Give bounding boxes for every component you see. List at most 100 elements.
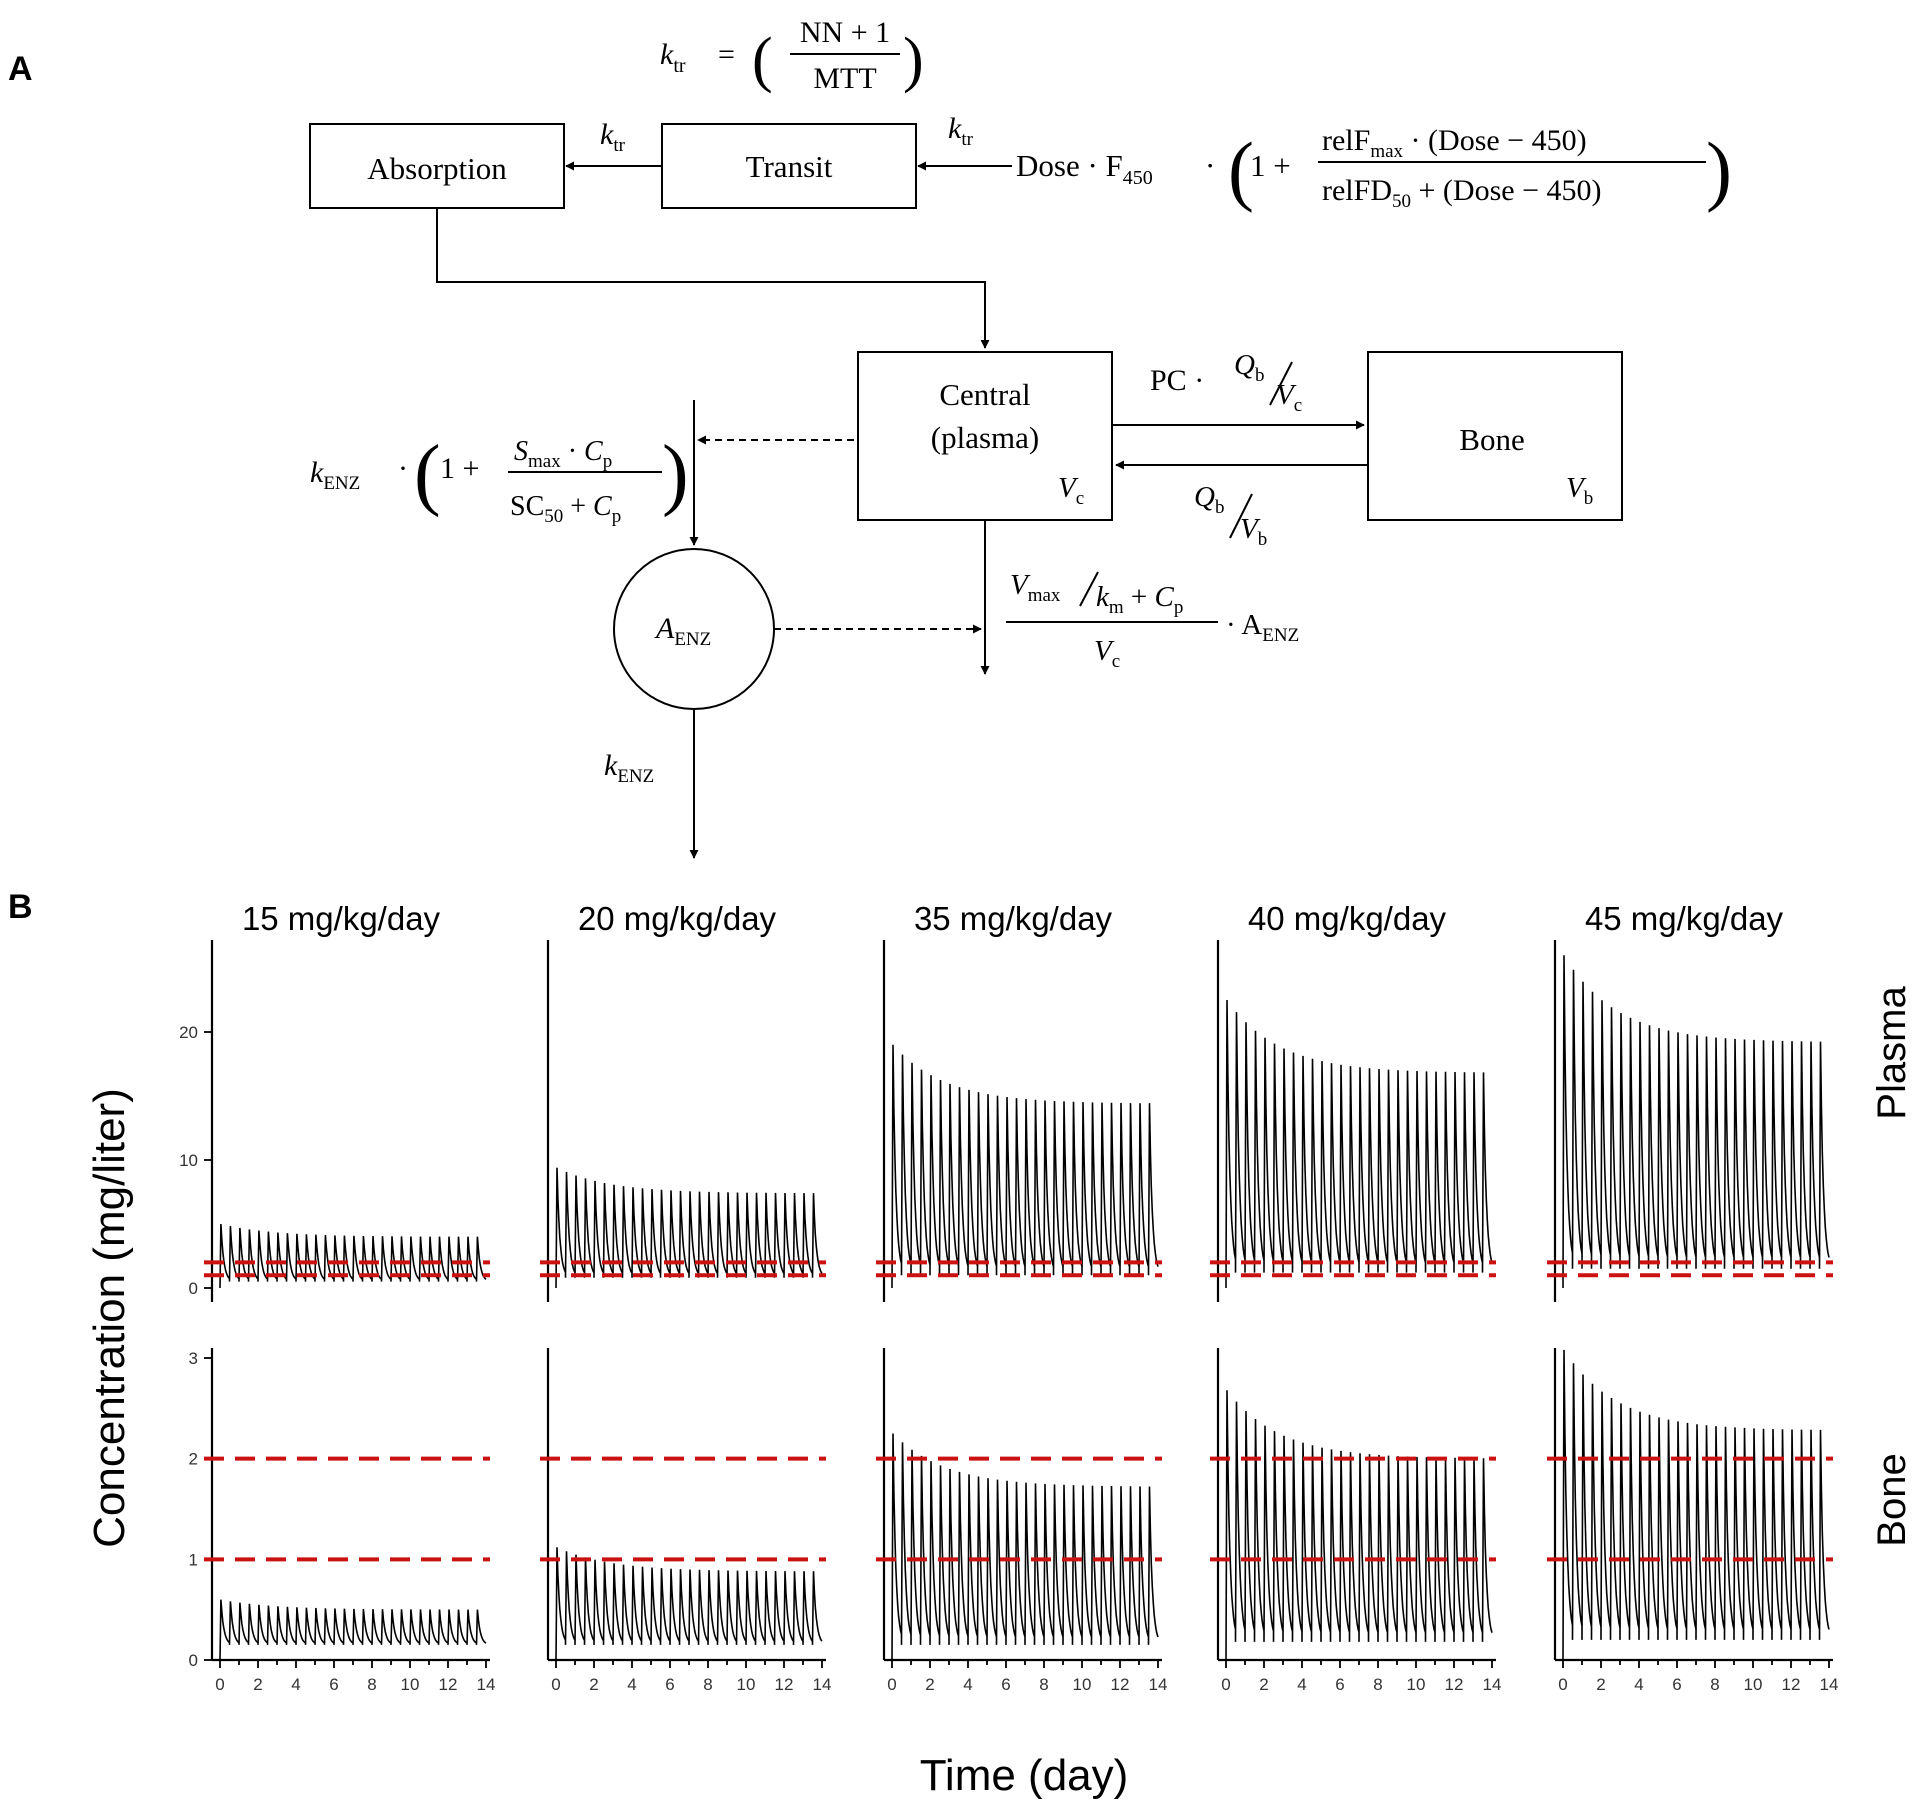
dose-title-3: 40 mg/kg/day bbox=[1248, 900, 1447, 937]
row-label-bone: Bone bbox=[1870, 1453, 1914, 1546]
facet-plasma-1 bbox=[540, 940, 826, 1302]
y-tick-label: 0 bbox=[189, 1279, 198, 1298]
x-tick-label: 4 bbox=[291, 1675, 300, 1694]
rate-ktr-absorption: ktr bbox=[600, 118, 626, 156]
x-tick-label: 14 bbox=[1483, 1675, 1502, 1694]
y-tick-label: 0 bbox=[189, 1651, 198, 1670]
bone-volume: Vb bbox=[1566, 472, 1593, 509]
x-tick-label: 8 bbox=[703, 1675, 712, 1694]
x-tick-label: 0 bbox=[551, 1675, 560, 1694]
concentration-trace bbox=[1562, 1349, 1830, 1661]
x-tick-label: 10 bbox=[1073, 1675, 1092, 1694]
x-tick-label: 4 bbox=[1297, 1675, 1306, 1694]
y-tick-label: 2 bbox=[189, 1450, 198, 1469]
x-tick-label: 0 bbox=[1558, 1675, 1567, 1694]
bone-label: Bone bbox=[1459, 422, 1524, 457]
x-tick-label: 0 bbox=[215, 1675, 224, 1694]
x-tick-label: 12 bbox=[1445, 1675, 1464, 1694]
y-tick-label: 1 bbox=[189, 1550, 198, 1569]
x-tick-label: 0 bbox=[887, 1675, 896, 1694]
kenz-dot: · bbox=[398, 452, 408, 485]
slash-return bbox=[1229, 493, 1253, 539]
x-tick-label: 12 bbox=[1782, 1675, 1801, 1694]
dose-title-4: 45 mg/kg/day bbox=[1585, 900, 1784, 937]
kenz-one-plus: 1 + bbox=[440, 452, 479, 485]
x-tick-label: 10 bbox=[1744, 1675, 1763, 1694]
dose-paren-right: ) bbox=[1706, 126, 1732, 213]
ktr-numerator: NN + 1 bbox=[800, 16, 890, 49]
smax-term: Smax · Cp bbox=[514, 436, 612, 472]
x-tick-label: 14 bbox=[477, 1675, 496, 1694]
relf-numerator: relFmax · (Dose − 450) bbox=[1322, 124, 1587, 162]
kenz-degradation-label: kENZ bbox=[604, 749, 654, 787]
ktr-symbol: ktr bbox=[660, 38, 686, 77]
transit-label: Transit bbox=[746, 149, 833, 184]
row-label-plasma: Plasma bbox=[1870, 986, 1914, 1120]
dose-equation: Dose · F450 · ( 1 + relFmax · (Dose − 45… bbox=[1016, 124, 1732, 213]
x-tick-label: 2 bbox=[253, 1675, 262, 1694]
slash bbox=[1269, 361, 1293, 406]
vc-label: Vc bbox=[1276, 379, 1302, 416]
ktr-paren-left: ( bbox=[752, 26, 773, 94]
qb-label-return: Qb bbox=[1194, 481, 1224, 518]
x-tick-label: 12 bbox=[1111, 1675, 1130, 1694]
facet-plasma-3 bbox=[1210, 940, 1496, 1302]
dose-dot: · bbox=[1205, 148, 1215, 183]
x-tick-label: 12 bbox=[775, 1675, 794, 1694]
absorption-label: Absorption bbox=[367, 151, 507, 186]
y-tick-label: 20 bbox=[179, 1023, 198, 1042]
ktr-equals: = bbox=[718, 38, 735, 71]
enzyme-label: AENZ bbox=[654, 612, 711, 650]
x-tick-label: 14 bbox=[813, 1675, 832, 1694]
dose-title-2: 35 mg/kg/day bbox=[914, 900, 1113, 937]
dose-one-plus: 1 + bbox=[1250, 148, 1291, 183]
concentration-trace bbox=[891, 1044, 1159, 1289]
x-tick-label: 10 bbox=[401, 1675, 420, 1694]
x-tick-label: 2 bbox=[925, 1675, 934, 1694]
concentration-trace bbox=[219, 1599, 487, 1661]
ktr-denominator: MTT bbox=[813, 62, 876, 95]
dose-paren-left: ( bbox=[1228, 126, 1254, 213]
x-tick-label: 4 bbox=[963, 1675, 972, 1694]
x-tick-label: 12 bbox=[439, 1675, 458, 1694]
x-tick-label: 4 bbox=[1634, 1675, 1643, 1694]
x-tick-label: 6 bbox=[329, 1675, 338, 1694]
rate-bone-to-central: Qb Vb bbox=[1194, 481, 1267, 550]
elimination-rate: Vmax km + Cp Vc · AENZ bbox=[1006, 569, 1299, 672]
dose-term: Dose · F450 bbox=[1016, 148, 1153, 189]
y-tick-label: 10 bbox=[179, 1151, 198, 1170]
vb-label: Vb bbox=[1240, 513, 1267, 550]
elimination-vc: Vc bbox=[1094, 635, 1120, 672]
rate-central-to-bone: PC · Qb Vc bbox=[1150, 349, 1302, 416]
x-tick-label: 2 bbox=[589, 1675, 598, 1694]
concentration-trace bbox=[891, 1433, 1159, 1661]
km-term: km + Cp bbox=[1096, 581, 1183, 618]
facet-plasma-2 bbox=[876, 940, 1162, 1302]
central-label-line2: (plasma) bbox=[931, 420, 1039, 455]
x-tick-label: 8 bbox=[367, 1675, 376, 1694]
rate-ktr-transit: ktr bbox=[948, 112, 974, 150]
y-tick-label: 3 bbox=[189, 1349, 198, 1368]
x-tick-label: 4 bbox=[627, 1675, 636, 1694]
concentration-trace bbox=[1225, 999, 1493, 1289]
concentration-trace bbox=[1225, 1390, 1493, 1661]
relf-denominator: relFD50 + (Dose − 450) bbox=[1322, 174, 1601, 212]
panel-a-label: A bbox=[8, 50, 33, 88]
concentration-trace bbox=[1562, 955, 1830, 1289]
x-tick-label: 2 bbox=[1259, 1675, 1268, 1694]
facet-plasma-0: 0 10 20 bbox=[179, 940, 490, 1302]
central-volume: Vc bbox=[1058, 472, 1084, 509]
concentration-trace bbox=[555, 1547, 823, 1661]
x-tick-label: 8 bbox=[1373, 1675, 1382, 1694]
x-tick-label: 2 bbox=[1596, 1675, 1605, 1694]
ktr-paren-right: ) bbox=[903, 26, 924, 94]
central-label-line1: Central bbox=[939, 377, 1030, 412]
pc-label: PC · bbox=[1150, 364, 1204, 397]
transit-box bbox=[661, 123, 917, 209]
enzyme-production-rate: kENZ · ( 1 + Smax · Cp SC50 + Cp ) bbox=[310, 430, 689, 527]
